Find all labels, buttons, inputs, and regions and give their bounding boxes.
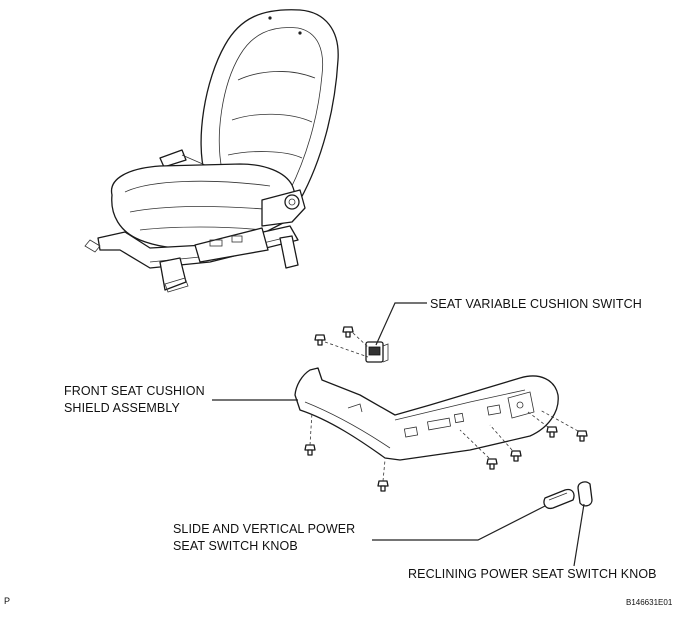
label-slide-vertical-knob-line2: SEAT SWITCH KNOB bbox=[173, 539, 298, 553]
seat-assembly-illustration bbox=[84, 9, 339, 293]
label-slide-vertical-knob-line1: SLIDE AND VERTICAL POWER bbox=[173, 522, 356, 536]
label-seat-variable-cushion-switch: SEAT VARIABLE CUSHION SWITCH bbox=[430, 297, 642, 311]
label-front-seat-cushion-shield-line2: SHIELD ASSEMBLY bbox=[64, 401, 180, 415]
leader-variable-cushion-switch bbox=[375, 302, 427, 346]
leader-slide-vertical-knob bbox=[372, 505, 546, 541]
figure-id: B146631E01 bbox=[626, 598, 673, 607]
switch-screws bbox=[314, 326, 369, 358]
reclining-switch-knob-part bbox=[577, 481, 593, 507]
front-seat-cushion-shield-part bbox=[294, 367, 559, 461]
label-reclining-knob: RECLINING POWER SEAT SWITCH KNOB bbox=[408, 567, 657, 581]
leader-reclining-knob bbox=[573, 503, 585, 567]
shield-screws bbox=[304, 409, 588, 492]
corner-mark-p: P bbox=[4, 596, 11, 606]
slide-vertical-switch-knob-part bbox=[543, 488, 575, 510]
label-front-seat-cushion-shield-line1: FRONT SEAT CUSHION bbox=[64, 384, 205, 398]
seat-variable-cushion-switch-part bbox=[365, 341, 389, 363]
